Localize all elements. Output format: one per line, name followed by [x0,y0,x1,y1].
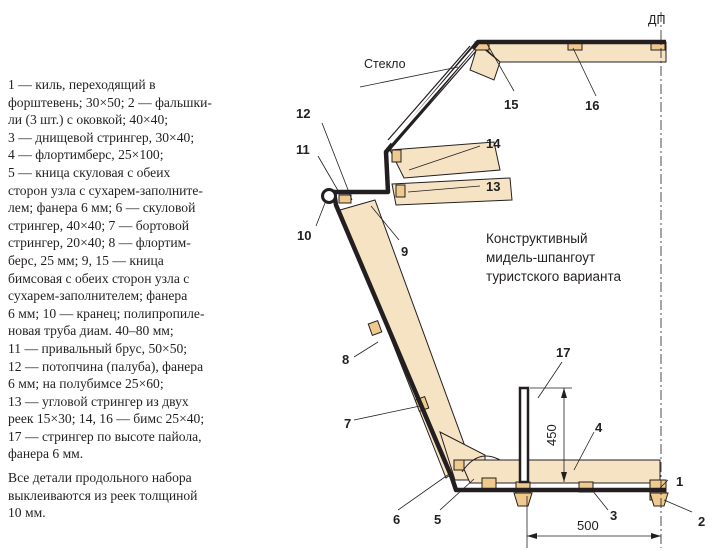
legend-line: сухарем-заполнителем; фанера [8,288,188,304]
bilge-stringer-17 [518,386,530,484]
diagram-title: Конструктивный мидель-шпангоут туристско… [486,231,622,284]
block [395,184,406,198]
legend-note-line: выклеиваются из реек толщиной [8,487,198,503]
glass-label: Стекло [364,57,406,71]
legend-line: сторон узла с сухарем-заполните- [8,182,203,198]
label-1: 1 [676,474,683,489]
legend-line: фанера 6 мм. [8,446,84,462]
centerline-label: ДП [648,13,665,27]
floor-timber-8 [339,199,471,479]
fender-10 [321,188,337,204]
legend-line: 1 — киль, переходящий в [8,77,156,92]
label-2: 2 [698,514,705,529]
title-line-3: туристского варианта [486,269,622,284]
legend-line: новая труба диам. 40–80 мм; [8,323,174,339]
legend-line: бимсовая с обеих сторон узла с [8,270,190,286]
label-5: 5 [434,512,441,527]
label-12: 12 [296,106,310,121]
label-14: 14 [486,136,501,151]
title-line-1: Конструктивный [486,231,588,246]
legend-line: 12 — потопчина (палуба), фанера [8,358,204,374]
block [453,459,465,471]
legend-line: берс, 25 мм; 9, 15 — кница [8,252,164,268]
label-4: 4 [595,420,603,435]
legend-line: лем; фанера 6 мм; 6 — скуловой [8,200,196,216]
false-keel-2 [649,492,669,507]
parts-legend: 1 — киль, переходящий в форштевень; 30×50… [8,76,270,522]
frame-members [339,41,667,484]
label-10: 10 [297,228,311,243]
label-7: 7 [344,416,351,431]
title-line-2: мидель-шпангоут [486,250,595,265]
keel-shoe [513,492,533,507]
beam-14 [389,141,501,179]
legend-line: 13 — угловой стрингер из двух [8,393,189,409]
legend-line: 17 — стрингер по высоте пайола, [8,428,202,444]
beam-knee-15 [469,43,501,81]
legend-line: стрингер, 40×40; 7 — бортовой [8,217,190,233]
legend-line: 3 — днищевой стрингер, 30×40; [8,129,195,145]
label-6: 6 [393,512,400,527]
label-11: 11 [296,142,310,157]
legend-line: 11 — привальный брус, 50×50; [8,340,188,356]
legend-note-line: 10 мм. [8,505,46,521]
legend-line: стрингер, 20×40; 8 — флортим- [8,235,191,251]
leader-lines [315,41,693,513]
dimension-height-label: 450 [544,424,559,446]
dimensions [526,387,661,548]
legend-line: ли (3 шт.) с оковкой; 40×40; [8,112,169,128]
label-8: 8 [342,352,349,367]
legend-note-line: Все детали продольного набора [8,470,192,486]
windshield-glass [387,45,477,146]
block [367,320,383,336]
legend-line: 6 мм; на полубимсе 25×60; [8,376,164,392]
label-17: 17 [556,345,570,360]
block [338,194,352,204]
label-3: 3 [610,508,617,523]
bilge-knee-arc [461,455,501,473]
block [391,149,402,163]
dimension-arrows [527,388,661,539]
legend-line: 4 — флортимберс, 25×100; [8,147,164,163]
corner-stringer-13 [391,177,513,206]
legend-line: 6 мм; 10 — кранец; полипропиле- [8,305,205,321]
label-9: 9 [401,244,408,259]
label-15: 15 [504,97,518,112]
label-13: 13 [486,179,500,194]
legend-line: реек 15×30; 14, 16 — бимс 25×40; [8,411,205,427]
dimension-width-label: 500 [577,518,599,533]
label-16: 16 [585,98,599,113]
legend-line: форштевень; 30×50; 2 — фальшки- [8,94,212,110]
part-number-labels: 1 2 3 4 5 6 7 8 9 10 11 12 13 14 15 16 1… [296,97,705,529]
legend-line: 5 — кница скуловая с обеих [8,164,171,180]
